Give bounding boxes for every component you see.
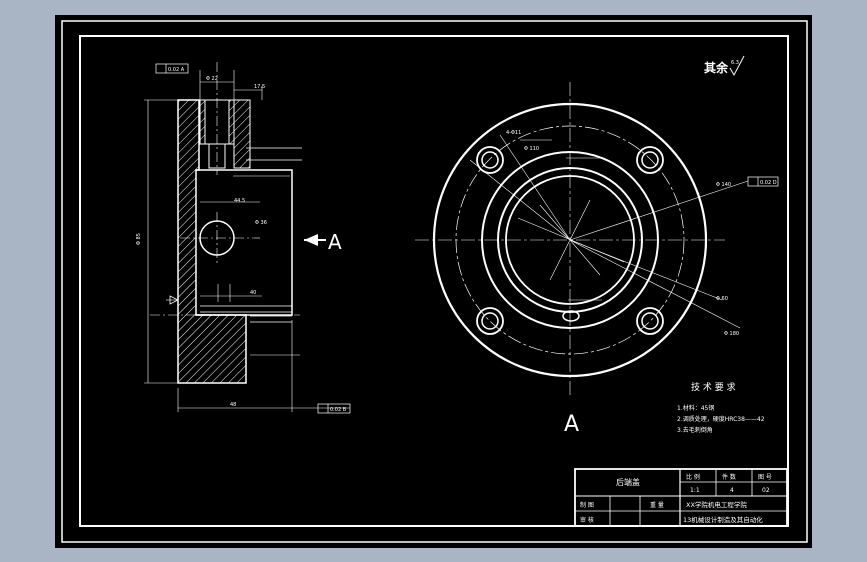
value-drawing-no: 02 xyxy=(762,487,770,494)
school-name: XX学院机电工程学院 xyxy=(686,500,747,509)
right-flange-view: 0.02 D 4-Φ11 Φ 110 Φ 140 Φ 180 Φ 60 A xyxy=(415,82,779,437)
inner-frame xyxy=(79,35,789,527)
roughness-symbol-icon xyxy=(729,55,745,77)
view-label: A xyxy=(564,412,579,437)
tech-req-title: 技 术 要 求 xyxy=(691,381,736,393)
view-arrow-label: A xyxy=(328,230,342,254)
header-scale: 比 例 xyxy=(686,473,700,481)
tolerance-frame-right: 0.02 D xyxy=(747,176,779,187)
roughness-value: 6.3 xyxy=(731,60,739,66)
datum-marker-icon xyxy=(169,295,179,305)
flange-ring-2 xyxy=(497,167,643,313)
flange-outer-circle xyxy=(432,102,708,378)
class-name: 13机械设计制造及其自动化 xyxy=(683,515,763,524)
dim-hole: Φ 36 xyxy=(255,220,267,226)
left-section-view: 0.02 A 0.02 B Φ 22 17.5 Φ 85 Φ 36 44.5 4… xyxy=(136,62,351,414)
dim-bolt-circle: 4-Φ11 xyxy=(506,130,521,136)
header-drawing-no: 图 号 xyxy=(758,474,772,481)
dim-inner: Φ 60 xyxy=(716,296,728,302)
bolt-pitch-circle xyxy=(455,125,685,355)
outer-frame xyxy=(61,20,808,543)
dim-depth: 40 xyxy=(250,290,256,296)
title-block xyxy=(574,468,788,527)
bolt-holes xyxy=(476,146,664,335)
dim-offset: 44.5 xyxy=(234,198,245,204)
tolerance-frame-top: 0.02 A xyxy=(155,63,189,74)
svg-text:0.02 B: 0.02 B xyxy=(330,407,347,413)
view-arrow-icon xyxy=(304,234,326,246)
svg-text:0.02 A: 0.02 A xyxy=(168,67,185,73)
flange-section xyxy=(233,99,251,169)
oil-hole xyxy=(562,310,580,322)
tech-req-item-1: 1.材料：45钢 xyxy=(677,404,714,412)
tolerance-frame-bottom: 0.02 B xyxy=(317,403,351,414)
value-scale: 1:1 xyxy=(690,487,700,494)
checked-label: 审 核 xyxy=(580,516,594,524)
roughness-note: 其余 xyxy=(704,60,729,75)
dim-bolt-pitch: Φ 110 xyxy=(524,146,539,152)
dim-bottom-ref: 48 xyxy=(230,402,236,408)
dim-height-total: Φ 85 xyxy=(136,233,142,245)
tech-req-item-2: 2.调质处理，硬度HRC38——42 xyxy=(677,415,765,423)
flange-ring-3 xyxy=(505,175,635,305)
drawn-label: 制 图 xyxy=(580,501,594,509)
tech-requirements: 技 术 要 求 1.材料：45钢 2.调质处理，硬度HRC38——42 3.去毛… xyxy=(677,381,765,434)
dim-step: 17.5 xyxy=(254,84,265,90)
svg-text:0.02 D: 0.02 D xyxy=(760,180,777,186)
dim-outer: Φ 180 xyxy=(724,331,739,337)
tech-req-item-3: 3.去毛刺倒角 xyxy=(677,426,713,434)
value-count: 4 xyxy=(730,487,734,494)
dim-pcd: Φ 140 xyxy=(716,182,731,188)
flange-ring-1 xyxy=(481,151,659,329)
dim-top-width: Φ 22 xyxy=(206,76,218,82)
weight-label: 重 量 xyxy=(650,501,664,509)
header-count: 件 数 xyxy=(722,473,736,481)
part-name: 后端盖 xyxy=(616,477,640,487)
